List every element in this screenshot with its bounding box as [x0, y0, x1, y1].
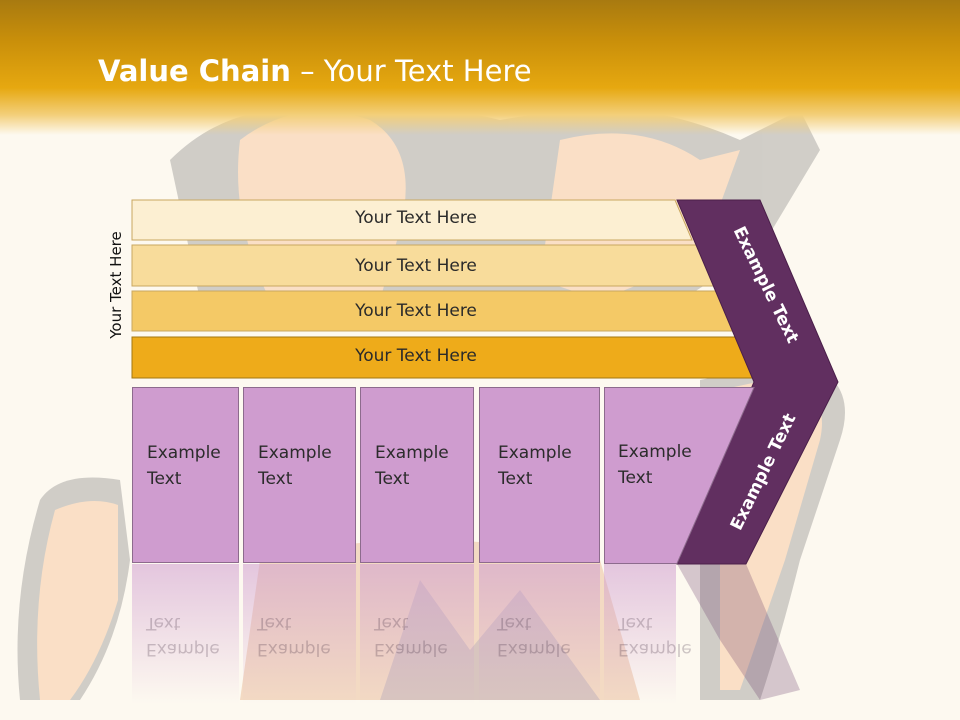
margin-chevron-reflection: [677, 564, 800, 700]
support-row-1-shape: [131, 199, 693, 241]
title-bold-part: Value Chain: [98, 54, 291, 88]
support-row-2-label: Your Text Here: [355, 256, 477, 276]
support-row-3-label: Your Text Here: [355, 301, 477, 321]
title-bar: [0, 0, 960, 135]
support-row-1-label: Your Text Here: [355, 208, 477, 228]
margin-chevron-shape: [676, 199, 839, 565]
slide-title: Value Chain – Your Text Here: [98, 54, 532, 88]
title-rest-part: – Your Text Here: [290, 54, 532, 88]
primary-box-5-shape: [604, 387, 755, 564]
support-row-4-label: Your Text Here: [355, 346, 477, 366]
